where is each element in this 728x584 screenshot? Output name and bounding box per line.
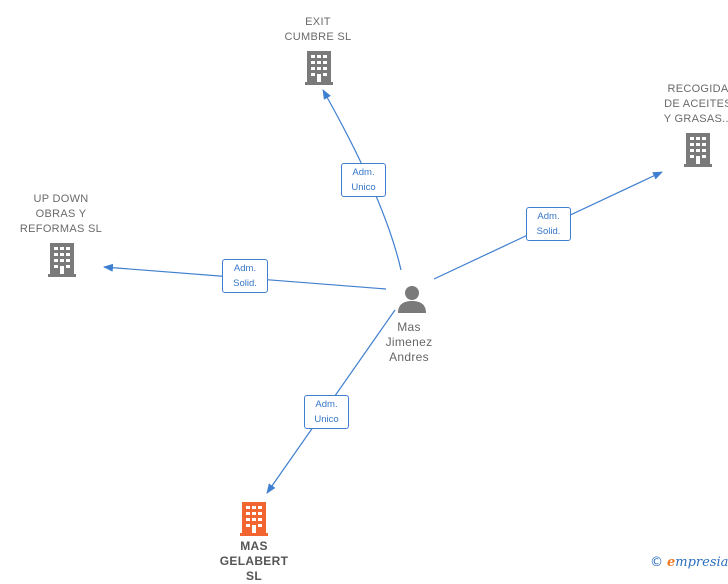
company-label-mas-gelabert[interactable]: MAS GELABERT SL — [219, 539, 289, 583]
building-icon-highlighted[interactable] — [240, 502, 268, 536]
building-icon[interactable] — [48, 243, 76, 277]
person-label[interactable]: Mas Jimenez Andres — [385, 320, 433, 364]
brand-name: mpresia — [675, 555, 728, 570]
role-badge-gelabert: Adm. Unico — [304, 395, 349, 429]
building-icon[interactable] — [305, 51, 333, 85]
empresia-watermark: © empresia — [650, 555, 728, 570]
company-label-exit-cumbre[interactable]: EXIT CUMBRE SL — [284, 16, 352, 43]
copyright-symbol: © — [650, 555, 663, 570]
building-icon[interactable] — [684, 133, 712, 167]
company-label-up-down[interactable]: UP DOWN OBRAS Y REFORMAS SL — [19, 193, 103, 235]
person-icon[interactable] — [398, 286, 426, 313]
brand-initial: e — [667, 555, 676, 570]
role-badge-exit: Adm. Unico — [341, 163, 386, 197]
company-label-recogida[interactable]: RECOGIDA DE ACEITES Y GRASAS... — [663, 83, 728, 125]
role-badge-recogida: Adm. Solid. — [526, 207, 571, 241]
role-badge-up-down: Adm. Solid. — [222, 259, 268, 293]
